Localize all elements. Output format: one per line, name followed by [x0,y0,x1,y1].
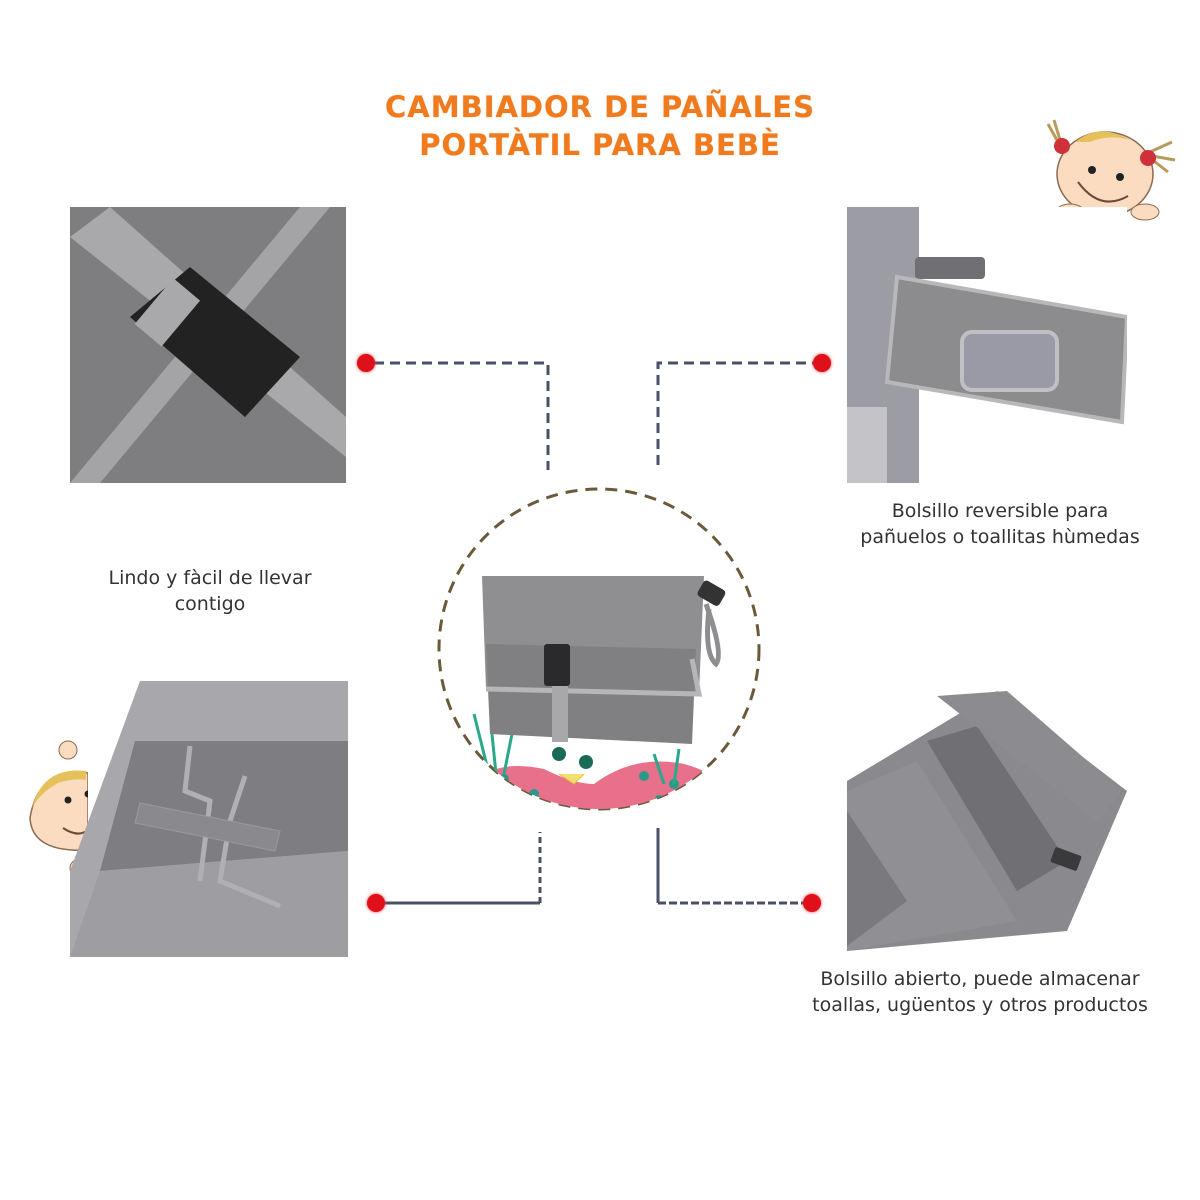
callout-dot-bottom-left [367,894,385,912]
baby-girl-pigtails-icon [1030,112,1180,222]
caption-buckle: Lindo y fàcil de llevar contigo [60,565,360,617]
page-title: Cambiador de pañales Portàtil para bebè [300,88,900,164]
caption-reversible-pocket: Bolsillo reversible para pañuelos o toal… [830,498,1170,550]
baby-boy-peeking-icon [18,738,88,878]
title-line-1: Cambiador de pañales [385,90,815,124]
open-pocket-photo [847,681,1127,951]
caption-line: Bolsillo abierto, puede almacenar [820,968,1140,990]
caption-line: Bolsillo reversible para [891,500,1109,522]
title-line-2: Portàtil para bebè [419,128,781,162]
callout-dot-top-right [813,354,831,372]
center-product-circle [434,484,764,814]
reversible-pocket-photo [847,207,1127,483]
caption-line: contigo [174,593,246,615]
caption-line: Lindo y fàcil de llevar [108,567,312,589]
caption-open-pocket: Bolsillo abierto, puede almacenar toalla… [780,966,1180,1018]
caption-line: toallas, ugüentos y otros productos [812,994,1148,1016]
callout-dot-bottom-right [803,894,821,912]
open-changing-pad-photo [70,681,348,957]
caption-line: pañuelos o toallitas hùmedas [860,526,1140,548]
buckle-strap-photo [70,207,346,483]
callout-dot-top-left [357,354,375,372]
